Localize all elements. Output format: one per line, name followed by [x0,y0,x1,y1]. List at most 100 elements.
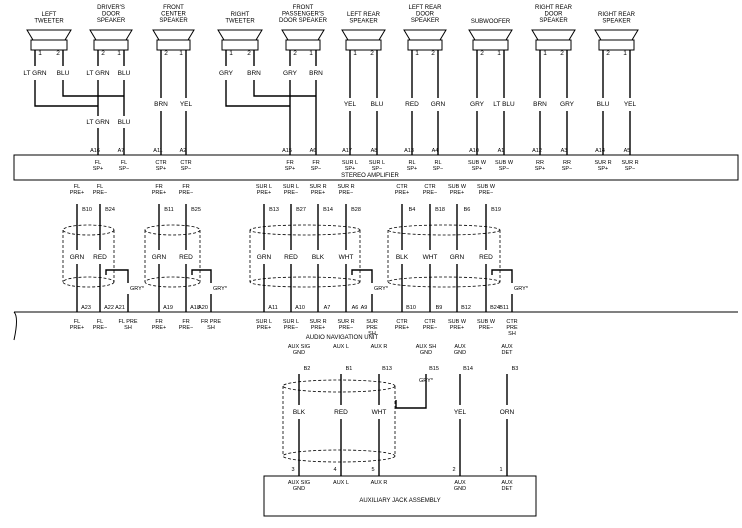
nav-pin-number: A10 [295,305,305,311]
nav-pin-number: A19 [163,305,173,311]
audio-navigation-unit-box [13,311,738,341]
aux-pin-label: AUX R [371,344,388,350]
speaker-icon [403,29,447,41]
speaker-terminal-block [221,39,259,51]
speaker-icon [341,29,386,41]
wire-color-label: GRY [283,70,298,77]
nav-pin-number: A18 [190,305,200,311]
aux-shield-ellipse [282,449,396,463]
wire [34,80,98,107]
nav-pin-number: A23 [81,305,91,311]
aux-pin-label: AUX L [333,344,349,350]
aux-pin-number: B15 [429,366,439,372]
auxiliary-jack-assembly-box [263,475,537,517]
wire-color-label: RED [93,254,107,261]
amp-bottom-pin-number: B10 [82,207,92,213]
nav-pin-number: A11 [268,305,277,311]
amp-bottom-pin-number: B4 [409,207,416,213]
wire [225,80,290,107]
aux-pin-number: B2 [304,366,311,372]
speaker-pin-number: 2 [101,50,105,57]
amp-top-pin-number: A14 [595,148,605,154]
speaker-pin-number: 1 [38,50,42,57]
nav-pin-number: A21 [115,305,125,311]
aux-pin-number: B14 [463,366,473,372]
wire-color-label: LT GRN [86,70,110,77]
shield-ellipse [62,224,115,236]
speaker-icon [26,29,72,41]
speaker-icon [468,29,513,41]
jack-pin-number: 4 [333,467,336,473]
nav-pin-number: B10 [406,305,416,311]
shield-ellipse [62,276,115,288]
amp-top-pin-number: A11 [153,148,162,154]
amp-top-pin-number: A4 [432,148,439,154]
components-layer [13,29,739,517]
wire-color-label: RED [179,254,193,261]
wire-color-label: YEL [454,409,467,416]
wire-color-label: BLU [118,70,131,77]
wire-color-label: WHT [372,409,387,416]
speaker-pin-number: 2 [247,50,251,57]
wire-color-label: BRN [309,70,323,77]
speaker-terminal-block [345,39,382,51]
wire-color-label: GRY* [514,286,529,292]
speaker-terminal-block [30,39,68,51]
speaker-icon [152,29,195,41]
amp-top-pin-number: A16 [90,148,100,154]
wire-color-label: GRY* [130,286,145,292]
wire-color-label: BLK [312,254,325,261]
jack-pin-label: AUX L [333,480,349,486]
speaker-pin-number: 1 [353,50,357,57]
amp-top-pin-number: A6 [310,148,317,154]
speaker-pin-number: 2 [370,50,374,57]
jack-pin-number: 1 [499,467,502,473]
wire-color-label: ORN [500,409,515,416]
wire-color-label: BRN [247,70,261,77]
speaker-pin-number: 2 [606,50,610,57]
wire-color-label: GRN [70,254,85,261]
wire-color-label: RED [334,409,348,416]
speaker-pin-number: 2 [480,50,484,57]
wire-color-label: BLK [293,409,306,416]
amp-bottom-pin-number: B24 [105,207,115,213]
aux-pin-number: B1 [346,366,353,372]
wire-color-label: BRN [154,101,168,108]
wire-color-label: BLU [371,101,384,108]
amp-bottom-pin-number: B19 [491,207,501,213]
speaker-terminal-block [285,39,321,51]
aux-shield-ellipse [282,379,396,393]
speaker-pin-number: 1 [415,50,419,57]
wire-color-label: GRY [560,101,575,108]
wire-color-label: RED [405,101,419,108]
